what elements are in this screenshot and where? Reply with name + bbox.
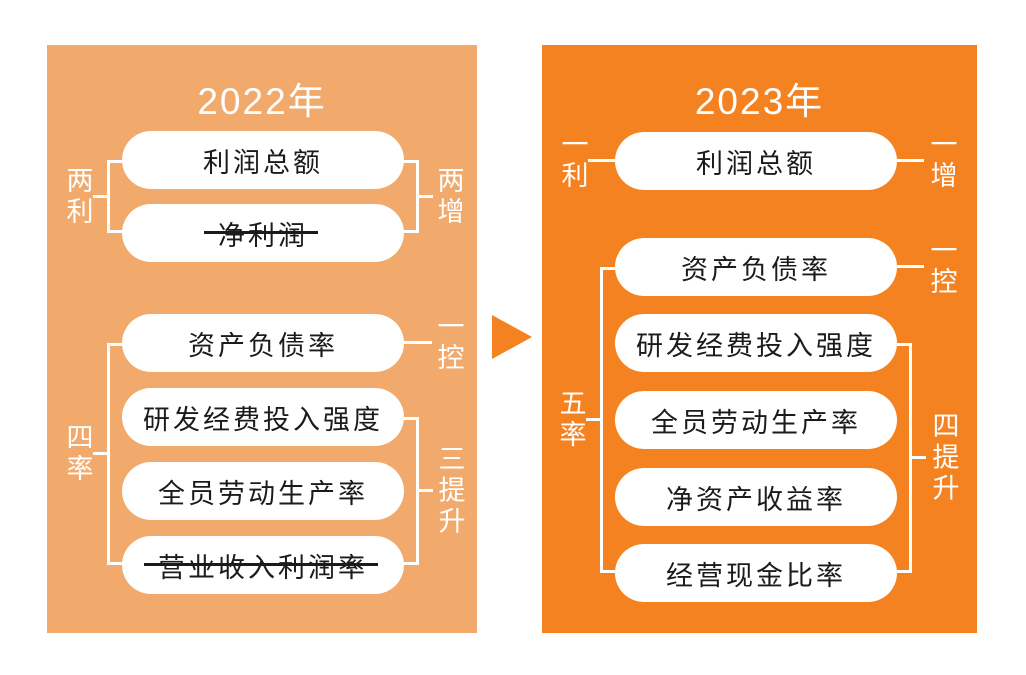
label-one-control: 一控 xyxy=(926,236,957,298)
metric-box-total-profit: 利润总额 xyxy=(122,131,404,189)
bracket-four-ratios xyxy=(107,343,122,565)
metric-box-operating-cash-ratio: 经营现金比率 xyxy=(615,544,897,602)
panel-2022: 2022年 利润总额 净利润 资产负债率 研发经费投入强度 全员劳动生产率 营业… xyxy=(47,45,477,633)
metric-box-asset-liability-ratio: 资产负债率 xyxy=(122,314,404,372)
label-five-ratios: 五率 xyxy=(555,389,586,451)
bracket-two-profits-tick xyxy=(93,195,107,198)
one-control-connector xyxy=(404,341,432,344)
label-three-improvements: 三提升 xyxy=(434,444,465,538)
bracket-four-improvements xyxy=(897,343,912,573)
bracket-five-ratios xyxy=(600,267,615,573)
metric-box-labor-productivity: 全员劳动生产率 xyxy=(615,391,897,449)
metric-box-labor-productivity: 全员劳动生产率 xyxy=(122,462,404,520)
bracket-four-ratios-tick xyxy=(93,452,107,455)
metric-box-rd-intensity: 研发经费投入强度 xyxy=(122,388,404,446)
label-four-ratios: 四率 xyxy=(62,423,93,485)
metric-box-return-on-equity: 净资产收益率 xyxy=(615,468,897,526)
label-two-profits: 两利 xyxy=(62,166,93,228)
label-two-increases: 两增 xyxy=(433,166,464,228)
one-control-connector xyxy=(897,265,924,268)
metric-box-asset-liability-ratio: 资产负债率 xyxy=(615,238,897,296)
panel-2022-title: 2022年 xyxy=(197,81,327,122)
transition-arrow-icon xyxy=(492,315,532,359)
one-profit-connector xyxy=(588,159,615,162)
bracket-four-improvements-tick xyxy=(912,456,926,459)
one-increase-connector xyxy=(897,159,924,162)
bracket-three-improvements-tick xyxy=(419,489,433,492)
metric-box-total-profit: 利润总额 xyxy=(615,132,897,190)
panel-2023-title: 2023年 xyxy=(694,81,825,122)
label-one-profit: 一利 xyxy=(557,130,588,192)
metric-box-rd-intensity: 研发经费投入强度 xyxy=(615,314,897,372)
bracket-two-increases-tick xyxy=(419,195,433,198)
label-four-improvements: 四提升 xyxy=(928,411,959,505)
label-one-increase: 一增 xyxy=(926,130,957,192)
label-one-control: 一控 xyxy=(433,312,464,374)
metric-box-net-profit: 净利润 xyxy=(122,204,404,262)
bracket-two-increases xyxy=(404,160,419,233)
bracket-three-improvements xyxy=(404,417,419,565)
panel-2023: 2023年 利润总额 资产负债率 研发经费投入强度 全员劳动生产率 净资产收益率… xyxy=(542,45,977,633)
bracket-five-ratios-tick xyxy=(586,418,600,421)
metric-box-operating-profit-margin: 营业收入利润率 xyxy=(122,536,404,594)
bracket-two-profits xyxy=(107,160,122,233)
